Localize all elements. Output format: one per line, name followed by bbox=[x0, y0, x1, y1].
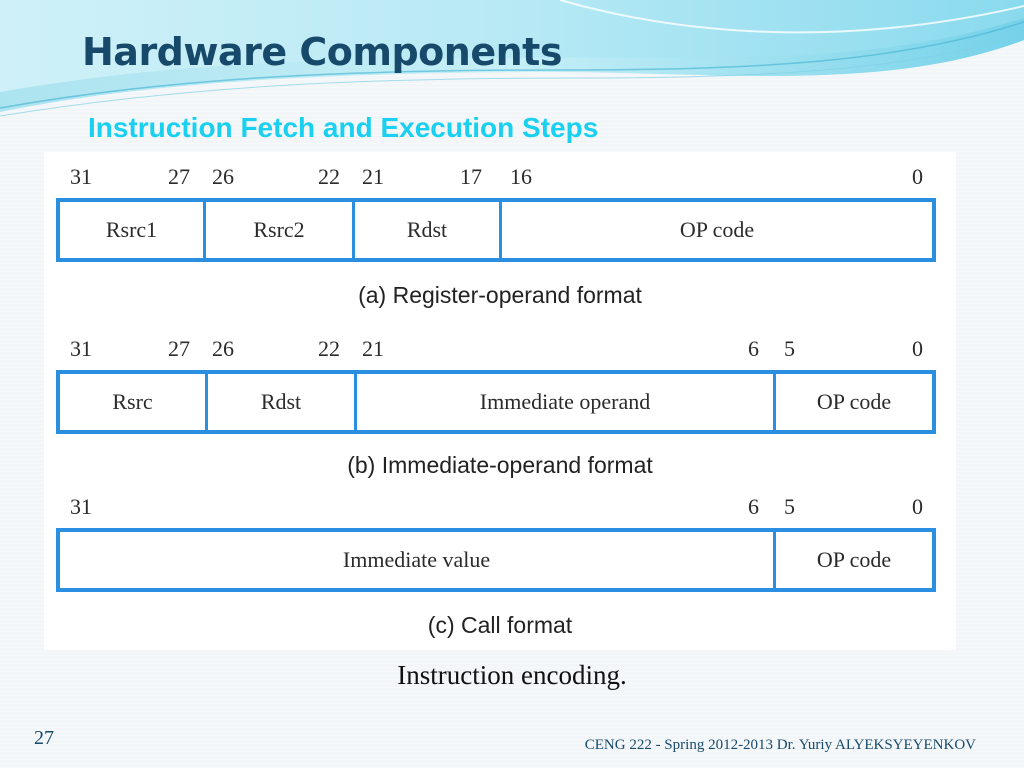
bit-label: 6 bbox=[748, 494, 759, 519]
bit-label: 5 bbox=[784, 336, 795, 361]
bit-label: 27 bbox=[168, 164, 190, 189]
bit-label: 31 bbox=[70, 164, 92, 189]
bit-label: 21 bbox=[362, 336, 384, 361]
bit-labels-c: 31 6 5 0 bbox=[44, 494, 956, 524]
bit-label: 5 bbox=[784, 494, 795, 519]
figure-caption: Instruction encoding. bbox=[397, 660, 627, 690]
slide-title: Hardware Components bbox=[82, 30, 562, 74]
bit-labels-b: 31 27 26 22 21 6 5 0 bbox=[44, 336, 956, 366]
bit-label: 0 bbox=[912, 336, 923, 361]
field-op-code: OP code bbox=[816, 389, 892, 414]
bit-label: 31 bbox=[70, 336, 92, 361]
bit-labels-a: 31 27 26 22 21 17 16 0 bbox=[44, 164, 956, 194]
field-rsrc: Rsrc bbox=[60, 374, 208, 430]
field-immediate-value: Immediate value bbox=[60, 532, 776, 588]
bit-label: 27 bbox=[168, 336, 190, 361]
bit-label: 26 bbox=[212, 336, 234, 361]
field-immediate-operand: Immediate operand bbox=[357, 374, 776, 430]
format-c-caption: (c) Call format bbox=[427, 612, 573, 638]
header-wave-decoration bbox=[0, 0, 1024, 117]
field-rdst: Rdst bbox=[355, 202, 502, 258]
bit-label: 26 bbox=[212, 164, 234, 189]
bit-label: 31 bbox=[70, 494, 92, 519]
field-rsrc2: Rsrc2 bbox=[206, 202, 355, 258]
slide-subtitle: Instruction Fetch and Execution Steps bbox=[88, 112, 599, 143]
bit-label: 16 bbox=[510, 164, 532, 189]
field-op-code: OP code bbox=[816, 547, 892, 572]
bit-label: 21 bbox=[362, 164, 384, 189]
format-c-fields: Immediate value OP code bbox=[56, 528, 936, 592]
footer-text: CENG 222 - Spring 2012-2013 Dr. Yuriy AL… bbox=[584, 737, 976, 753]
field-op-code: OP code bbox=[679, 217, 755, 242]
page-number: 27 bbox=[34, 727, 54, 749]
format-b-fields: Rsrc Rdst Immediate operand OP code bbox=[56, 370, 936, 434]
bit-label: 22 bbox=[318, 336, 340, 361]
bit-label: 22 bbox=[318, 164, 340, 189]
instruction-format-figure: 31 27 26 22 21 17 16 0 Rsrc1 Rsrc2 Rdst … bbox=[44, 152, 956, 650]
format-a-caption: (a) Register-operand format bbox=[358, 282, 642, 308]
field-rdst: Rdst bbox=[208, 374, 357, 430]
bit-label: 17 bbox=[460, 164, 482, 189]
bit-label: 0 bbox=[912, 164, 923, 189]
bit-label: 6 bbox=[748, 336, 759, 361]
bit-label: 0 bbox=[912, 494, 923, 519]
format-b-caption: (b) Immediate-operand format bbox=[347, 452, 653, 478]
field-rsrc1: Rsrc1 bbox=[60, 202, 206, 258]
format-a-fields: Rsrc1 Rsrc2 Rdst OP code bbox=[56, 198, 936, 262]
